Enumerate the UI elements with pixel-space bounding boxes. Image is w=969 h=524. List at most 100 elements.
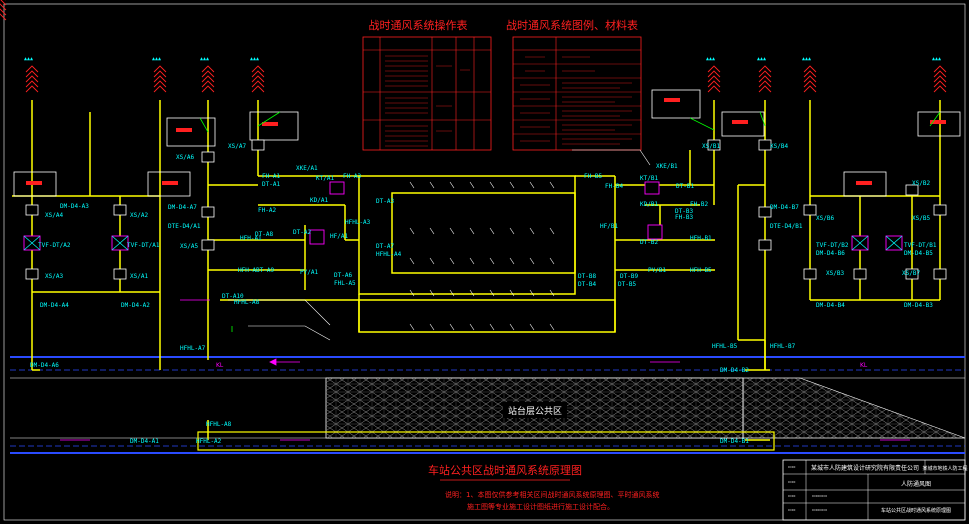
air-diffusers <box>409 181 555 331</box>
label-fh-b4: FH-B4 <box>605 183 623 190</box>
svg-text:▲▲▲: ▲▲▲ <box>932 56 941 62</box>
drawing-title-block: 车站公共区战时通风系统原理图 说明：1、本图仅供参考相关区间战时通风系统原理图、… <box>428 463 659 511</box>
label-dm-d4-b4: DM-D4-B4 <box>816 302 845 309</box>
label-dm-d4-b5: DM-D4-B5 <box>904 250 933 257</box>
svg-text:▭▭: ▭▭ <box>788 507 796 512</box>
valves-and-fans <box>25 139 947 280</box>
label-tvf-a2: TVF-DT/A2 <box>38 242 71 249</box>
label-dt-b1: DT-B1 <box>676 183 694 190</box>
label-fh-b5: FH-B5 <box>584 173 602 180</box>
label-fh-b3: FH-B3 <box>675 214 693 221</box>
platform-label: 站台层公共区 <box>508 405 562 417</box>
track-area: 站台层公共区 KL KL <box>10 356 966 454</box>
titleblock-sheet-name: 人防通风图 <box>901 480 931 488</box>
label-dm-d4-b1: DM-D4-B1 <box>720 438 749 445</box>
label-dm-d4-b3: DM-D4-B3 <box>904 302 933 309</box>
titleblock-company: 某城市人防建筑设计研究院有限责任公司 <box>811 464 919 472</box>
operation-table-title: 战时通风系统操作表 <box>369 18 468 32</box>
label-hfh-abt: HFH-ABT-A9 <box>238 267 275 274</box>
label-hfh-a1: HFH-A1 <box>240 235 262 242</box>
label-dm-d4-a1b: DM-D4-A1 <box>130 438 159 445</box>
label-dm-d4-a7: DM-D4-A7 <box>168 204 197 211</box>
svg-text:▲▲▲: ▲▲▲ <box>152 56 161 62</box>
label-xs-b2: XS/B2 <box>912 180 930 187</box>
legend-table-title: 战时通风系统图例、材料表 <box>506 18 638 32</box>
label-dt-b9: DT-B9 <box>620 273 638 280</box>
label-fhl-a5: FHL-A5 <box>334 280 356 287</box>
titleblock-sheet-desc: 车站公共区战时通风系统原理图 <box>881 507 951 514</box>
track-label-kl-right: KL <box>860 362 868 369</box>
central-plenum <box>358 175 616 333</box>
label-hf-a1: HF/A1 <box>330 233 348 240</box>
label-tvf-a1: TVF-DT/A1 <box>127 242 160 249</box>
label-dt-b8: DT-B8 <box>578 273 596 280</box>
label-hfhl-a2: HFHL-A2 <box>196 438 222 445</box>
svg-text:▭▭: ▭▭ <box>788 493 796 498</box>
label-xs-b7: XS/B7 <box>902 270 920 277</box>
label-dm-d4-b2: DM-D4-B2 <box>720 367 749 374</box>
label-kt-a1: KT/A1 <box>316 175 334 182</box>
label-hfh-b5: HFH-B5 <box>690 267 712 274</box>
label-xke-b1: XKE/B1 <box>656 163 678 170</box>
label-hfhl-a8: HFHL-A8 <box>234 299 260 306</box>
track-label-kl-left: KL <box>216 362 224 369</box>
label-xs-a7: XS/A7 <box>228 143 246 150</box>
label-kd-b1: KD/B1 <box>640 201 658 208</box>
svg-text:▲▲▲: ▲▲▲ <box>802 56 811 62</box>
label-dt-b2: DT-B2 <box>640 239 658 246</box>
svg-text:▭▭▭▭: ▭▭▭▭ <box>812 507 827 512</box>
label-xs-a2: XS/A2 <box>130 212 148 219</box>
legend-materials-table: 战时通风系统图例、材料表 <box>506 18 642 151</box>
label-xs-a1: XS/A1 <box>130 273 148 280</box>
label-dt-a2: DT-A2 <box>293 229 311 236</box>
label-tvf-b1: TVF-DT/B1 <box>904 242 937 249</box>
svg-text:▲▲▲: ▲▲▲ <box>200 56 209 62</box>
label-xs-a4: XS/A4 <box>45 212 63 219</box>
fan-marks <box>23 235 903 251</box>
svg-text:▭▭▭▭: ▭▭▭▭ <box>812 493 827 498</box>
drawing-note-1: 说明：1、本图仅供参考相关区间战时通风系统原理图、平时通风系统 <box>445 490 659 499</box>
label-hfhl-a8b: HFHL-A8 <box>206 421 232 428</box>
label-dte-d4-b1: DTE-D4/B1 <box>770 223 803 230</box>
label-xs-b1: XS/B1 <box>702 143 720 150</box>
shaft-vent-caps: ▲▲▲▲▲▲ ▲▲▲▲▲▲ ▲▲▲▲▲▲ ▲▲▲▲▲▲ <box>24 56 941 62</box>
label-dt-a7: DT-A7 <box>376 243 394 250</box>
label-hf-b1: HF/B1 <box>600 223 618 230</box>
label-hfhl-a4: HFHL-A4 <box>376 251 402 258</box>
label-dt-b3: DT-B3 <box>675 208 693 215</box>
label-dt-a3: DT-A3 <box>376 198 394 205</box>
label-fh-a1: FH-A1 <box>262 173 280 180</box>
drawing-note-2: 施工图等专业施工设计图纸进行施工设计配合。 <box>467 502 614 511</box>
label-dm-d4-b6: DM-D4-B6 <box>816 250 845 257</box>
label-kd-a1: KD/A1 <box>310 197 328 204</box>
label-fh-b2: FH-B2 <box>690 201 708 208</box>
svg-text:▭▭: ▭▭ <box>788 464 796 469</box>
svg-text:▲▲▲: ▲▲▲ <box>757 56 766 62</box>
equipment-markers <box>26 98 946 185</box>
titleblock-project: 某城市地铁人防工程 <box>922 465 967 472</box>
label-tvf-b2: TVF-DT/B2 <box>816 242 849 249</box>
titleblock: ▭▭▭▭ ▭▭▭▭ ▭▭▭▭▭▭▭▭ 某城市人防建筑设计研究院有限责任公司 某城… <box>782 459 968 521</box>
label-dt-a8: DT-A8 <box>255 231 273 238</box>
label-xs-b4: XS/B4 <box>770 143 788 150</box>
label-dt-b5: DT-B5 <box>618 281 636 288</box>
label-xke-a1: XKE/A1 <box>296 165 318 172</box>
label-dt-a6: DT-A6 <box>334 272 352 279</box>
label-dt-a1: DT-A1 <box>262 181 280 188</box>
drawing-title: 车站公共区战时通风系统原理图 <box>428 463 582 477</box>
label-py-b1: PY/B1 <box>648 267 666 274</box>
label-hfhl-b5: HFHL-B5 <box>712 343 738 350</box>
label-hfhl-a3: HFHL-A3 <box>345 219 371 226</box>
operation-table: 战时通风系统操作表 <box>362 18 492 151</box>
label-fh-a3: FH-A3 <box>343 173 361 180</box>
label-xs-b3: XS/B3 <box>826 270 844 277</box>
label-dm-d4-a6: DM-D4-A6 <box>30 362 59 369</box>
label-xs-a6: XS/A6 <box>176 154 194 161</box>
label-hfhl-b7: HFHL-B7 <box>770 343 796 350</box>
svg-text:▲▲▲: ▲▲▲ <box>24 56 33 62</box>
label-dt-b4: DT-B4 <box>578 281 596 288</box>
label-hfhl-a7: HFHL-A7 <box>180 345 206 352</box>
svg-text:▭▭: ▭▭ <box>788 479 796 484</box>
label-dte-d4-a1: DTE-D4/A1 <box>168 223 201 230</box>
